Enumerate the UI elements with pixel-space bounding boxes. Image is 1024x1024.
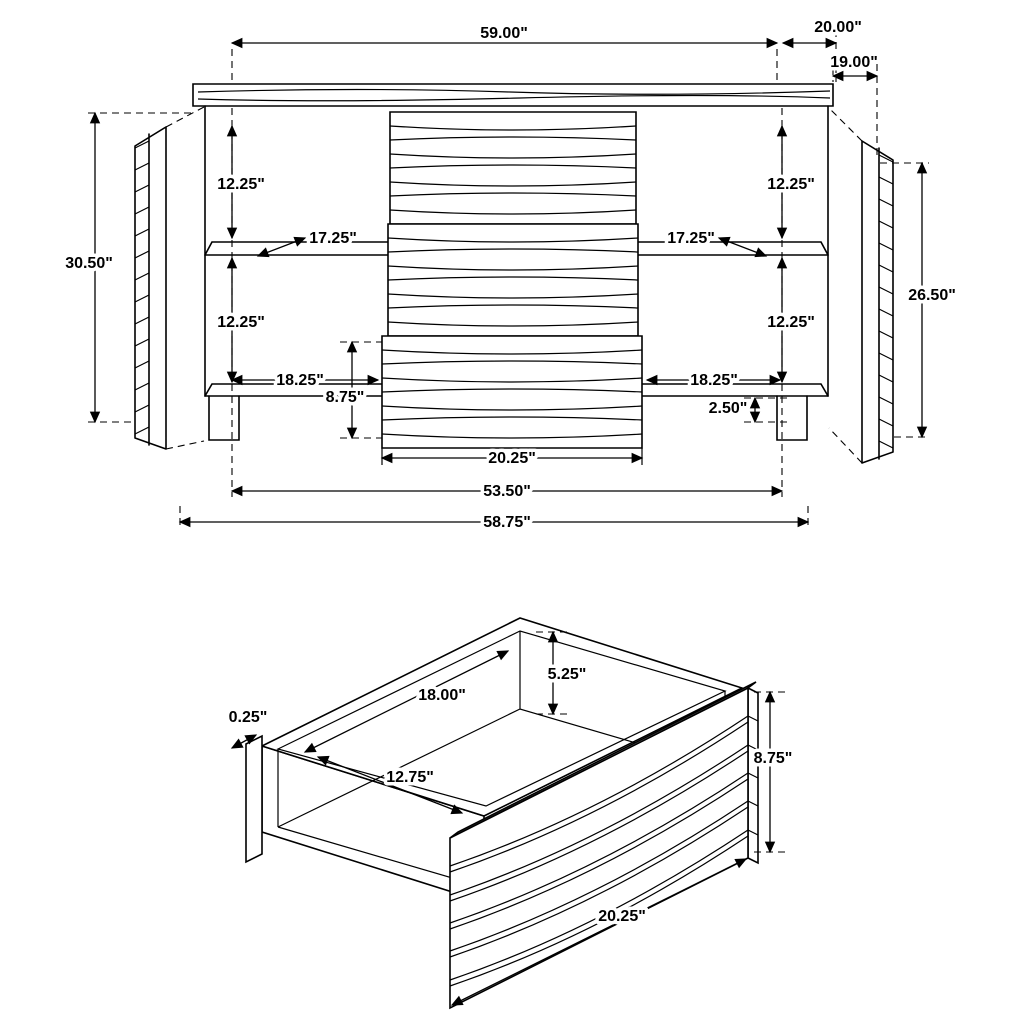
dim-label-overall-width: 58.75"	[483, 514, 531, 531]
dim-top-depth: 20.00"	[781, 16, 865, 82]
right-door-slats	[878, 154, 894, 449]
dim-front-width: 20.25"	[450, 858, 748, 1006]
dim-label-top-width: 59.00"	[480, 25, 528, 42]
dim-overall-height: 30.50"	[62, 111, 192, 424]
dim-upper-left-compartment: 12.25"	[214, 124, 268, 240]
dim-label-interior-width: 12.75"	[386, 769, 434, 786]
cabinet-top	[192, 83, 834, 107]
dim-label-body-depth: 19.00"	[830, 54, 878, 71]
dim-overall-width: 58.75"	[178, 506, 810, 535]
dim-label-shelf-depth-left: 17.25"	[309, 230, 357, 247]
right-leg	[776, 395, 808, 441]
dim-label-right-interior-height: 26.50"	[908, 287, 956, 304]
dim-top-width: 59.00"	[230, 22, 779, 82]
dim-label-interior-length: 18.00"	[418, 687, 466, 704]
dim-interior-width: 12.75"	[316, 755, 464, 815]
dim-right-interior-height: 26.50"	[880, 161, 959, 439]
dim-label-interior-width: 53.50"	[483, 483, 531, 500]
dim-label-side-height: 5.25"	[548, 666, 587, 683]
dim-lower-right-compartment: 12.25"	[764, 256, 818, 384]
dim-lower-left-width: 18.25"	[230, 369, 380, 393]
dim-label-drawer-front-height: 8.75"	[326, 389, 365, 406]
left-door	[134, 106, 205, 450]
left-door-slats	[134, 140, 150, 435]
dim-label-base-clearance: 2.50"	[709, 400, 748, 417]
dim-shelf-depth-left: 17.25"	[256, 227, 360, 258]
dim-slat-thickness: 0.25"	[225, 706, 271, 749]
dim-drawer-front-height: 8.75"	[322, 340, 382, 440]
dim-label-lower-right-width: 18.25"	[690, 372, 738, 389]
dim-lower-left-compartment: 12.25"	[214, 256, 268, 384]
dim-label-top-depth: 20.00"	[814, 19, 862, 36]
dim-label-slat-thickness: 0.25"	[229, 709, 268, 726]
dim-base-clearance: 2.50"	[705, 397, 788, 424]
dim-label-lower-left: 12.25"	[217, 314, 265, 331]
dim-label-upper-right: 12.25"	[767, 176, 815, 193]
dim-label-lower-right: 12.25"	[767, 314, 815, 331]
dim-interior-width: 53.50"	[230, 480, 784, 504]
dim-label-front-height: 8.75"	[754, 750, 793, 767]
drawer-back-panel	[245, 734, 263, 864]
dim-side-height: 5.25"	[536, 630, 590, 716]
dim-upper-right-compartment: 12.25"	[764, 124, 818, 240]
dim-front-height: 8.75"	[750, 690, 796, 854]
dim-label-lower-left-width: 18.25"	[276, 372, 324, 389]
dim-interior-length: 18.00"	[303, 650, 510, 753]
drawer-isometric-view: 5.25" 18.00" 0.25" 12.75" 8.75" 20.25"	[225, 617, 796, 1010]
dim-label-overall-height: 30.50"	[65, 255, 113, 272]
left-leg	[208, 395, 240, 441]
dim-drawer-width: 20.25"	[380, 447, 644, 471]
dim-label-upper-left: 12.25"	[217, 176, 265, 193]
dim-body-depth: 19.00"	[827, 51, 881, 156]
sideboard-front-view: 59.00" 20.00" 19.00" 30.50" 26.50" 12.25…	[62, 16, 960, 535]
drawer-1	[389, 111, 637, 225]
dim-lower-right-width: 18.25"	[645, 369, 782, 393]
dim-label-front-width: 20.25"	[598, 908, 646, 925]
dim-shelf-depth-right: 17.25"	[664, 227, 768, 258]
drawer-2	[387, 223, 639, 337]
drawer-3	[381, 335, 643, 449]
right-door	[828, 107, 894, 464]
drawer-interior	[277, 631, 727, 888]
dim-label-shelf-depth-right: 17.25"	[667, 230, 715, 247]
dim-label-drawer-width: 20.25"	[488, 450, 536, 467]
